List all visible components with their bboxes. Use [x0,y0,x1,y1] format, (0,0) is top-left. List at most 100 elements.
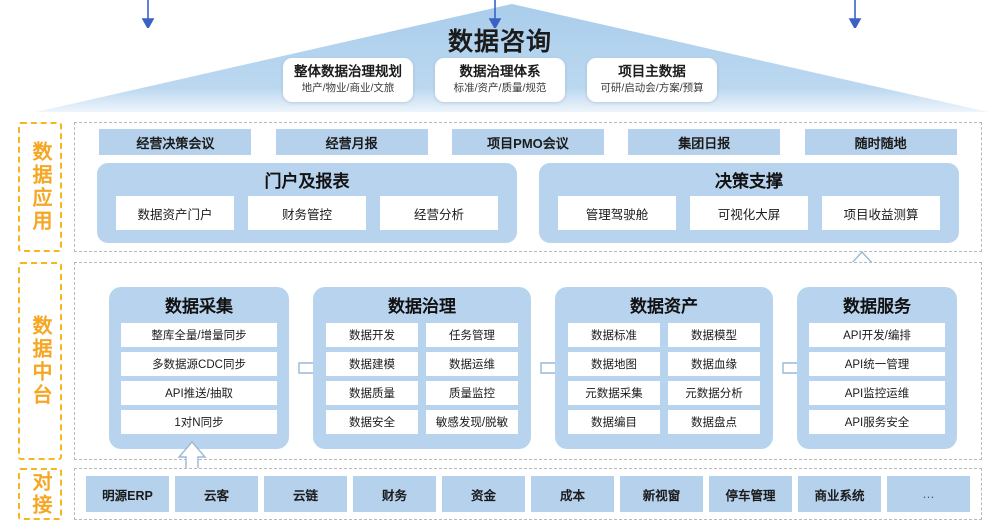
connect-item-parking-management[interactable]: 停车管理 [709,476,792,512]
pillar-cell[interactable]: 数据运维 [426,352,518,376]
connect-item-label: 新视窗 [642,488,681,503]
pillar-cell-label: 数据建模 [349,359,395,371]
pillar-cell-label: 数据模型 [691,330,737,342]
tab-project-pmo-meeting[interactable]: 项目PMO会议 [451,129,604,155]
pillar-data-service: 数据服务 API开发/编排 API统一管理 API监控运维 API服务安全 [797,287,957,449]
tab-label: 随时随地 [854,135,907,151]
tab-operation-decision-meeting[interactable]: 经营决策会议 [99,129,252,155]
group-item-label: 经营分析 [413,207,464,222]
pillar-cell[interactable]: 数据编目 [568,410,660,434]
group-item[interactable]: 可视化大屏 [690,196,808,230]
group-item-label: 财务管控 [281,207,332,222]
connect-item-finance[interactable]: 财务 [353,476,436,512]
pillar-cell-label: 数据地图 [591,359,637,371]
roof-card-subtitle: 地产/物业/商业/文旅 [301,82,395,95]
connect-item-label: 云客 [203,488,229,503]
pillar-cell-grid: 数据开发 任务管理 数据建模 数据运维 数据质量 质量监控 数据安全 敏感发现/… [326,323,518,434]
pillar-cell-label: API监控运维 [844,388,910,400]
group-item[interactable]: 管理驾驶舱 [558,196,676,230]
pillar-cell[interactable]: 数据盘点 [668,410,760,434]
pillar-cell-label: 1对N同步 [174,417,224,429]
group-item[interactable]: 项目收益测算 [822,196,940,230]
roof-card[interactable]: 整体数据治理规划 地产/物业/商业/文旅 [283,58,413,102]
pillar-cell-label: API服务安全 [844,417,910,429]
group-item[interactable]: 经营分析 [380,196,498,230]
roof-card[interactable]: 项目主数据 可研/启动会/方案/预算 [587,58,717,102]
pillar-title: 数据服务 [843,297,911,316]
pillar-cell[interactable]: 元数据采集 [568,381,660,405]
connect-item-funds[interactable]: 资金 [442,476,525,512]
tab-label: 经营月报 [325,135,378,151]
pillar-cell-grid: 数据标准 数据模型 数据地图 数据血缘 元数据采集 元数据分析 数据编目 数据盘… [568,323,760,434]
tab-group-daily-report[interactable]: 集团日报 [628,129,781,155]
connect-item-yunlian[interactable]: 云链 [264,476,347,512]
pillar-data-collection: 数据采集 整库全量/增量同步 多数据源CDC同步 API推送/抽取 1对N同步 [109,287,289,449]
group-item-list: 数据资产门户 财务管控 经营分析 [116,196,498,230]
group-item[interactable]: 数据资产门户 [116,196,234,230]
pillar-cell-label: 数据编目 [591,417,637,429]
pillar-cell[interactable]: 数据开发 [326,323,418,347]
tab-label: 经营决策会议 [136,135,215,151]
tab-anytime-anywhere[interactable]: 随时随地 [804,129,957,155]
pillar-title: 数据治理 [388,297,456,316]
pillar-cell[interactable]: 元数据分析 [668,381,760,405]
connect-item-mingyuan-erp[interactable]: 明源ERP [86,476,169,512]
pillar-cell-label: 数据安全 [349,417,395,429]
roof-card[interactable]: 数据治理体系 标准/资产/质量/规范 [435,58,565,102]
connect-item-cost[interactable]: 成本 [531,476,614,512]
rail-label-connect: 对接 [18,468,62,520]
pillar-cell[interactable]: 整库全量/增量同步 [121,323,277,347]
pillar-title: 数据采集 [165,297,233,316]
roof-section: 数据咨询 整体数据治理规划 地产/物业/商业/文旅 数据治理体系 标准/资产/质… [0,0,1000,118]
connect-item-label: 明源ERP [102,488,153,503]
pillar-cell[interactable]: 数据模型 [668,323,760,347]
pillar-cell-grid: 整库全量/增量同步 多数据源CDC同步 API推送/抽取 1对N同步 [121,323,277,434]
connect-item-label: 成本 [559,488,585,503]
pillar-cell-label: API开发/编排 [843,330,911,342]
connect-item-xinshichuang[interactable]: 新视窗 [620,476,703,512]
pillar-cell-label: 多数据源CDC同步 [152,359,246,371]
pillar-cell-label: 质量监控 [449,388,495,400]
tab-operation-monthly-report[interactable]: 经营月报 [275,129,428,155]
pillar-cell-label: API推送/抽取 [165,388,233,400]
pillar-cell[interactable]: API统一管理 [809,352,945,376]
pillar-cell-grid: API开发/编排 API统一管理 API监控运维 API服务安全 [809,323,945,434]
pillar-cell-label: 数据标准 [591,330,637,342]
pillar-cell[interactable]: API开发/编排 [809,323,945,347]
connect-item-more[interactable]: … [887,476,970,512]
pillar-cell[interactable]: API服务安全 [809,410,945,434]
pillar-cell[interactable]: API监控运维 [809,381,945,405]
pillar-cell[interactable]: 多数据源CDC同步 [121,352,277,376]
pillar-cell[interactable]: 数据标准 [568,323,660,347]
application-tab-strip: 经营决策会议 经营月报 项目PMO会议 集团日报 随时随地 [75,129,981,155]
connect-item-label: 资金 [470,488,496,503]
pillar-cell[interactable]: 敏感发现/脱敏 [426,410,518,434]
pillar-cell[interactable]: 任务管理 [426,323,518,347]
pillar-cell[interactable]: 质量监控 [426,381,518,405]
rail-label-data-application: 数据应用 [18,122,62,252]
roof-card-subtitle: 标准/资产/质量/规范 [453,82,547,95]
connect-band: 明源ERP 云客 云链 财务 资金 成本 新视窗 停车管理 商业系统 … [74,468,982,520]
pillar-cell[interactable]: 数据质量 [326,381,418,405]
pillar-cell[interactable]: 数据血缘 [668,352,760,376]
group-decision-support: 决策支撑 管理驾驶舱 可视化大屏 项目收益测算 [539,163,959,243]
roof-card-list: 整体数据治理规划 地产/物业/商业/文旅 数据治理体系 标准/资产/质量/规范 … [0,58,1000,102]
tab-label: 集团日报 [678,135,731,151]
pillar-cell-label: API统一管理 [844,359,910,371]
group-item-list: 管理驾驶舱 可视化大屏 项目收益测算 [558,196,940,230]
roof-down-arrows-icon [141,0,862,28]
connect-item-label: 财务 [381,488,407,503]
group-item-label: 可视化大屏 [717,207,781,222]
pillar-cell[interactable]: 数据建模 [326,352,418,376]
pillar-cell[interactable]: 数据安全 [326,410,418,434]
pillar-cell[interactable]: 数据地图 [568,352,660,376]
group-item[interactable]: 财务管控 [248,196,366,230]
connect-system-list: 明源ERP 云客 云链 财务 资金 成本 新视窗 停车管理 商业系统 … [75,469,981,519]
connect-item-label: 停车管理 [725,488,776,503]
pillar-cell[interactable]: API推送/抽取 [121,381,277,405]
pillar-cell[interactable]: 1对N同步 [121,410,277,434]
connect-item-yunke[interactable]: 云客 [175,476,258,512]
roof-card-title: 数据治理体系 [459,64,541,80]
roof-title: 数据咨询 [447,28,552,56]
connect-item-commercial-system[interactable]: 商业系统 [798,476,881,512]
